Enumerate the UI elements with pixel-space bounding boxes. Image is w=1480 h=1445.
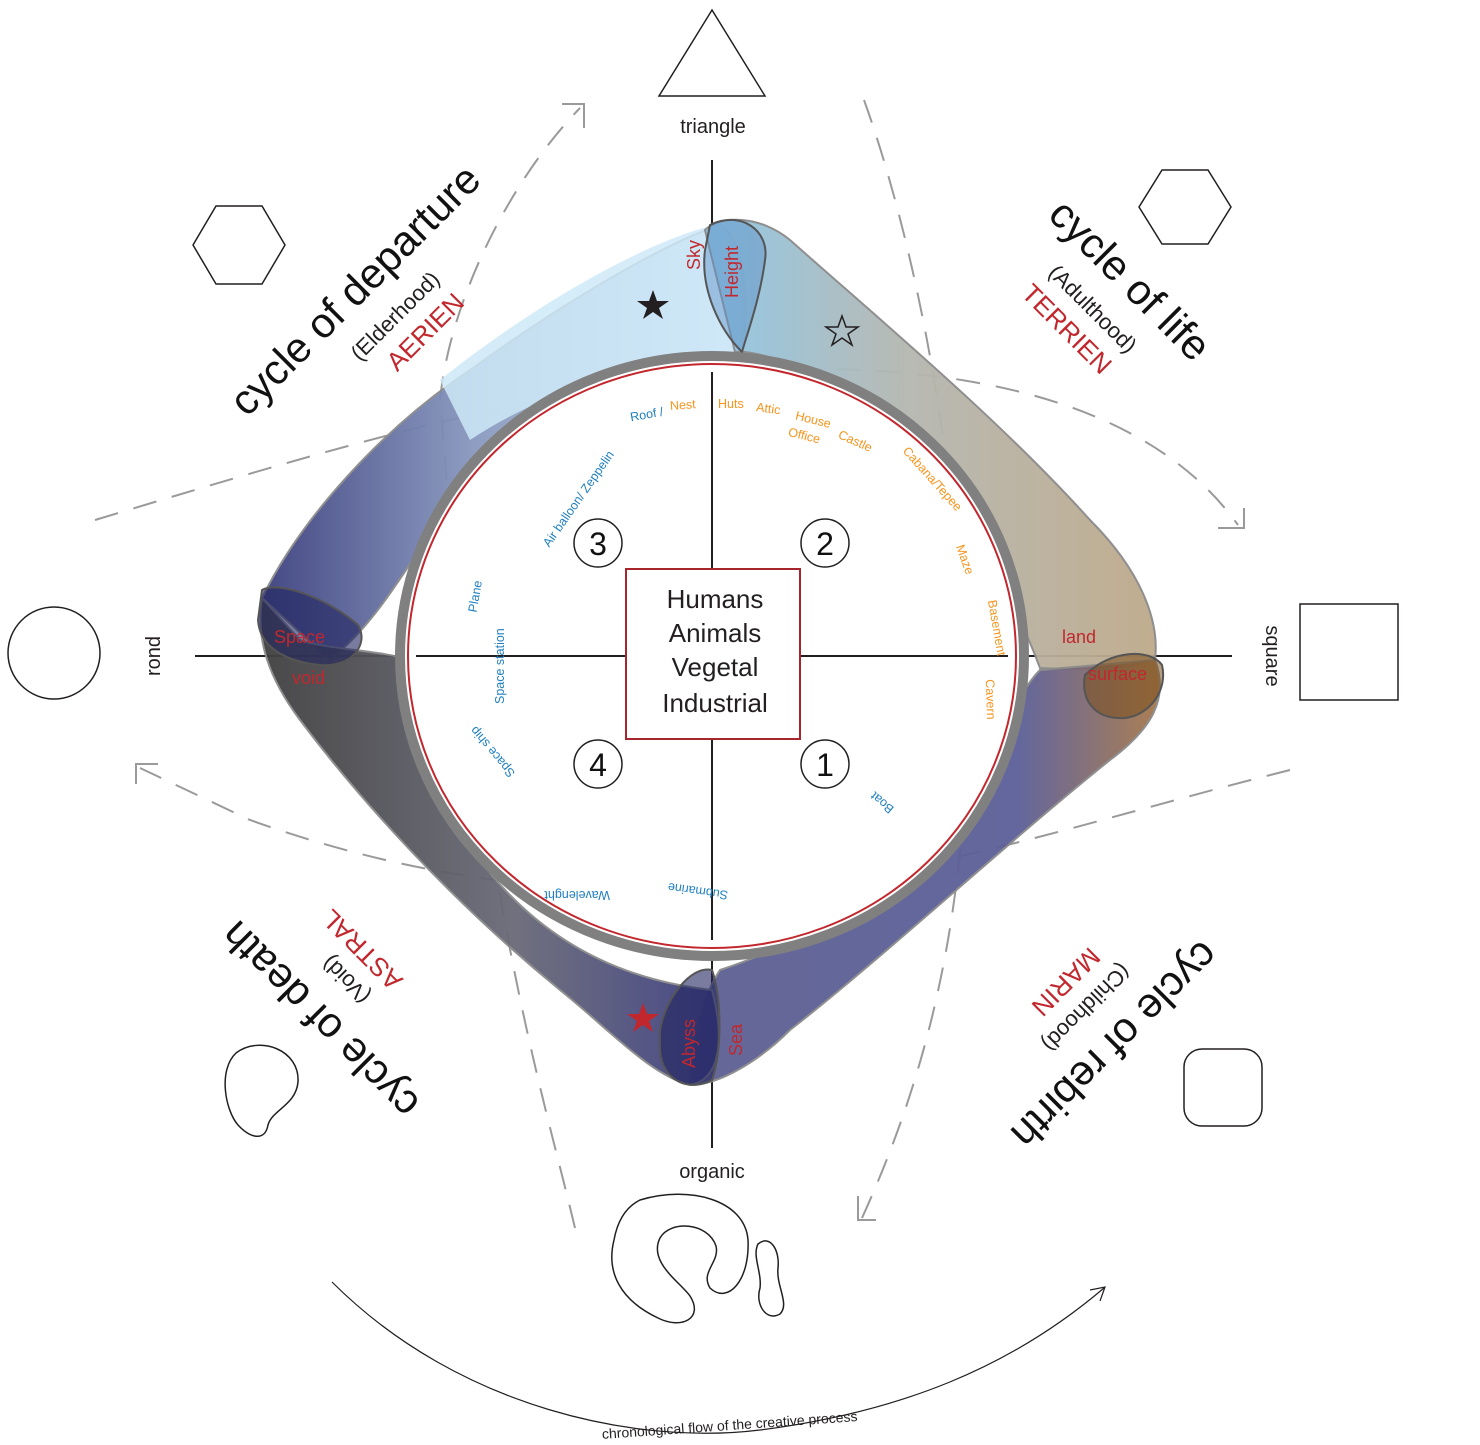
lens-surface [1083,652,1165,720]
habitat-plane: Plane [466,579,485,613]
triangle-icon [657,8,767,97]
lens-space [256,586,363,667]
outline-star-icon [823,313,861,347]
quadrant-1: 1 [816,747,834,783]
center-line-1: Humans [667,584,764,614]
zone-height: Height [722,246,742,298]
quadrant-2: 2 [816,526,834,562]
zone-sea: Sea [726,1023,746,1056]
habitat-space-station: Space station [493,628,507,704]
axis-labels: triangle organic rond square [143,116,1283,1183]
red-star-icon [627,1003,659,1032]
habitat-attic: Attic [755,400,781,417]
lens-height [703,219,767,354]
quadrant-4: 4 [589,747,607,783]
center-box: Humans Animals Vegetal Industrial [625,568,801,740]
black-star-icon [637,290,669,319]
chronological-flow: chronological flow of the creative proce… [331,1281,1106,1442]
flow-label: chronological flow of the creative proce… [601,1408,858,1442]
rounded-square-icon [1183,1048,1263,1127]
center-line-4: Industrial [662,688,768,718]
habitat-roof: Roof / [629,405,665,425]
form-shapes [7,8,1399,1324]
zone-space: Space [274,627,325,647]
zone-void: void [292,668,325,688]
axis-label-top: triangle [680,116,746,138]
quadrant-numbers: 1 2 3 4 [573,518,850,789]
blob-icon [224,1044,299,1137]
square-icon [1299,603,1399,701]
habitat-wavelenght: Wavelenght [544,888,610,902]
zone-sky: Sky [684,240,704,270]
cycle-death-title: cycle of death [211,912,427,1128]
center-line-3: Vegetal [672,652,759,682]
hexagon-icon-top-left [192,205,286,285]
axis-label-left: rond [143,636,165,676]
lens-abyss [659,968,721,1086]
hexagon-icon-top-right [1138,169,1232,245]
zone-abyss: Abyss [679,1019,699,1068]
axis-label-right: square [1261,625,1283,686]
zone-surface: surface [1088,664,1147,684]
organic-shape-small-icon [755,1240,785,1317]
habitat-cavern: Cavern [983,679,998,720]
habitat-nest: Nest [669,397,696,413]
organic-shape-icon [611,1193,749,1324]
quadrant-3: 3 [589,526,607,562]
stars [627,290,861,1032]
flow-arrowhead-icon [1089,1286,1106,1302]
center-line-2: Animals [669,618,761,648]
zone-land: land [1062,627,1096,647]
habitat-huts: Huts [718,397,744,411]
circle-icon [7,606,101,700]
zone-labels: Sky Height Space void land surface Abyss… [274,240,1147,1068]
axis-label-bottom: organic [679,1161,745,1183]
